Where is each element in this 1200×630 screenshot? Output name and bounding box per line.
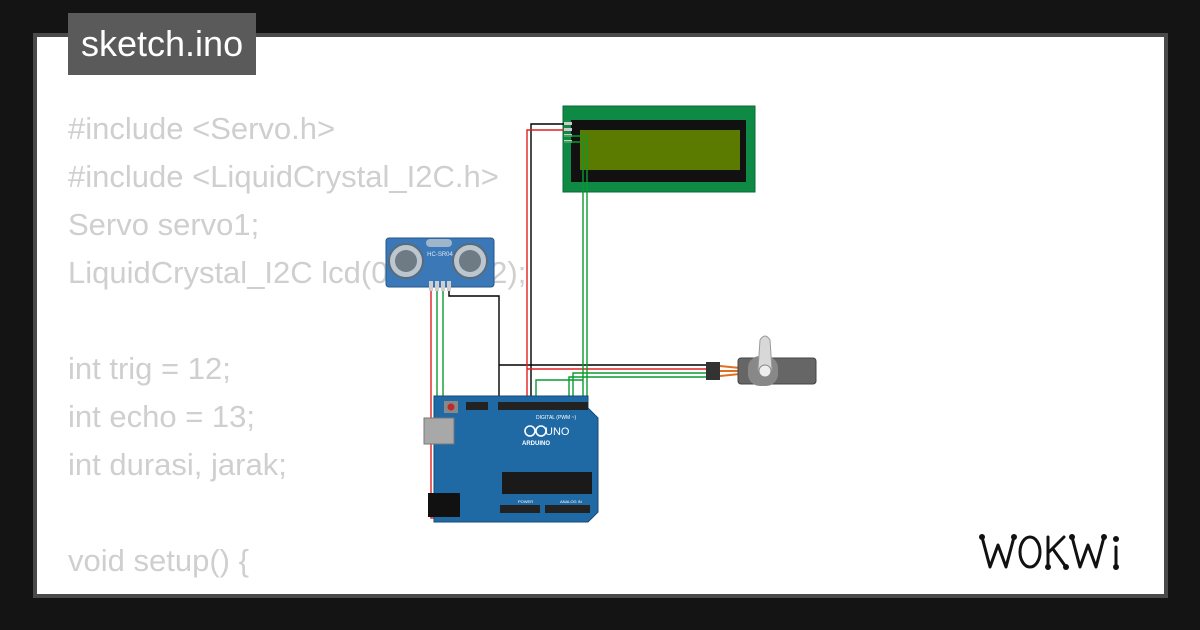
board-name: UNO	[545, 426, 570, 438]
brand-label: ARDUINO	[522, 441, 550, 447]
usb-port	[423, 417, 455, 445]
code-line: Servo servo1;	[68, 207, 260, 242]
power-label: POWER	[518, 499, 533, 504]
power-jack	[428, 493, 460, 517]
wire-sensor-gnd	[448, 290, 500, 400]
servo-motor[interactable]	[706, 335, 817, 386]
sensor-label: HC-SR04	[427, 252, 453, 258]
analog-label: ANALOG IN	[560, 499, 582, 504]
servo-connector	[706, 362, 720, 380]
lcd-display[interactable]	[562, 105, 756, 193]
code-line: // put your setup code here,	[68, 585, 526, 594]
code-line: #include <LiquidCrystal_I2C.h>	[68, 159, 499, 194]
wokwi-logo-icon	[979, 534, 1119, 570]
wire-lcd-sda	[564, 135, 588, 400]
code-line: void setup() {	[68, 543, 249, 578]
arduino-uno[interactable]: DIGITAL (PWM ~) UNO ARDUINO POWER ANALOG…	[423, 395, 599, 523]
servo-horn	[757, 335, 773, 371]
wires	[430, 123, 708, 519]
lcd-screen	[580, 130, 740, 170]
filename-badge: sketch.ino	[68, 13, 257, 75]
wire-servo-signal-2	[572, 372, 708, 400]
arduino-logo-icon	[524, 425, 547, 437]
digital-label: DIGITAL (PWM ~)	[536, 415, 576, 421]
code-line: int echo = 13;	[68, 399, 255, 434]
code-line: #include <Servo.h>	[68, 111, 336, 146]
icsp-header	[466, 402, 488, 410]
power-header	[500, 505, 540, 513]
wire-lcd-scl	[564, 141, 584, 400]
code-line: int durasi, jarak;	[68, 447, 287, 482]
analog-header	[545, 505, 590, 513]
atmega-chip	[502, 472, 592, 494]
servo-cable	[719, 365, 741, 377]
code-line: int trig = 12;	[68, 351, 231, 386]
wire-servo-signal	[568, 376, 708, 400]
wire-lcd-vcc	[526, 129, 564, 514]
sensor-crystal	[426, 239, 452, 247]
sensor-pins	[429, 281, 451, 291]
digital-header	[498, 402, 588, 410]
ultrasonic-sensor[interactable]: HC-SR04	[385, 237, 495, 291]
